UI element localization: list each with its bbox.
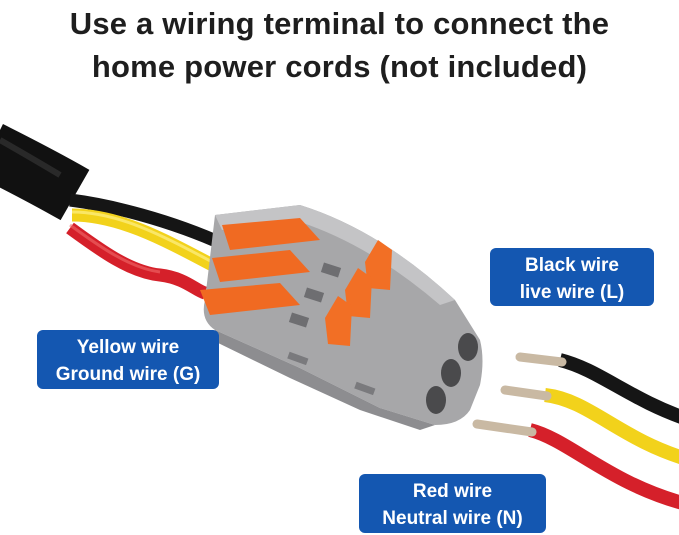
label-black-wire: Black wire live wire (L) — [490, 248, 654, 306]
headline-line-2: home power cords (not included) — [91, 49, 588, 84]
label-yellow-line-1: Yellow wire — [76, 337, 180, 358]
orange-levers — [200, 218, 392, 346]
power-cord — [0, 124, 90, 221]
label-red-line-2: Neutral wire (N) — [382, 508, 523, 529]
right-wires — [472, 352, 679, 510]
headline: Use a wiring terminal to connect the hom… — [0, 2, 679, 88]
label-black-line-1: Black wire — [525, 255, 619, 276]
left-wires — [66, 193, 228, 300]
headline-line-1: Use a wiring terminal to connect the — [69, 6, 610, 41]
label-yellow-line-2: Ground wire (G) — [55, 364, 201, 385]
label-black-line-2: live wire (L) — [519, 282, 625, 303]
label-red-line-1: Red wire — [412, 481, 493, 502]
label-yellow-wire: Yellow wire Ground wire (G) — [37, 330, 219, 389]
label-red-wire: Red wire Neutral wire (N) — [359, 474, 546, 533]
